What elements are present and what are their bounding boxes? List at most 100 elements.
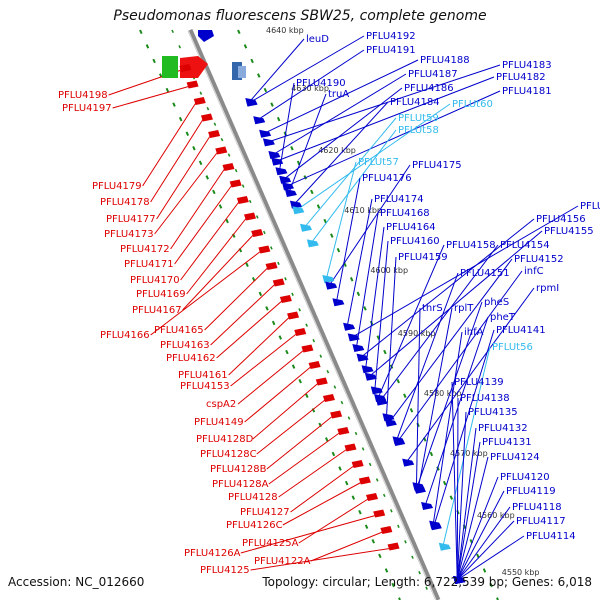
gene-arrow-pflu4126c[interactable] — [358, 476, 371, 485]
gene-arrow-pflu4168[interactable] — [352, 344, 365, 352]
gene-label-pflu4197[interactable]: PFLU4197 — [62, 103, 112, 114]
gene-arrow-pflu4188[interactable] — [259, 129, 272, 138]
gene-arrow-pflu4166[interactable] — [258, 245, 271, 254]
gene-label-pflu4155[interactable]: PFLU4155 — [544, 226, 594, 237]
gene-label-pflu4128a[interactable]: PFLU4128A — [212, 479, 269, 490]
gene-arrow-pflu4186[interactable] — [279, 175, 292, 184]
gene-arrow-pflu4170[interactable] — [236, 196, 249, 204]
gene-arrow-pflu4128b[interactable] — [330, 410, 343, 419]
gene-arrow-pflut57[interactable] — [322, 275, 335, 283]
gene-label-pflu4171[interactable]: PFLU4171 — [124, 259, 174, 270]
gene-label-rplt[interactable]: rplT — [454, 303, 474, 314]
gene-label-pflu4151[interactable]: PFLU4151 — [460, 268, 510, 279]
gene-label-rpmi[interactable]: rpmI — [536, 283, 559, 294]
gene-arrow-pflu4125[interactable] — [387, 542, 400, 551]
gene-label-thrs[interactable]: thrS — [422, 303, 443, 314]
gene-block-PFLU4198[interactable] — [162, 56, 178, 78]
gene-label-pflu4158[interactable]: PFLU4158 — [446, 240, 496, 251]
gene-label-pflu4178[interactable]: PFLU4178 — [100, 197, 150, 208]
gene-arrow-pflu4173[interactable] — [215, 146, 228, 155]
gene-arrow-pflu4125a[interactable] — [366, 493, 379, 501]
gene-label-pflu4122a[interactable]: PFLU4122A — [254, 556, 311, 567]
gene-arrow-pflu4156[interactable] — [356, 353, 369, 362]
gene-label-pflu4174[interactable]: PFLU4174 — [374, 194, 424, 205]
gene-label-pflu4191[interactable]: PFLU4191 — [366, 45, 416, 56]
gene-label-pflu4192[interactable]: PFLU4192 — [366, 31, 416, 42]
gene-arrow-pflu4175[interactable] — [325, 281, 338, 290]
gene-block-PFLU4191[interactable] — [238, 66, 246, 78]
gene-arrow-pflu4127[interactable] — [351, 460, 364, 468]
gene-arrow-pflu4160[interactable] — [370, 386, 383, 395]
gene-arrow-pflu4183[interactable] — [262, 138, 275, 147]
gene-label-pflut57[interactable]: PFLUt57 — [358, 157, 399, 168]
gene-label-pflu4172[interactable]: PFLU4172 — [120, 244, 170, 255]
gene-label-pflu4141[interactable]: PFLU4141 — [496, 325, 546, 336]
gene-arrow-pflu4128c[interactable] — [322, 394, 335, 402]
gene-arrow-pflu4149[interactable] — [308, 361, 321, 369]
gene-arrow-pflu4174[interactable] — [343, 322, 356, 331]
gene-label-pflu4153[interactable]: PFLU4153 — [180, 381, 230, 392]
gene-arrow-pflu4198[interactable] — [179, 64, 192, 72]
gene-arrow-pflut58[interactable] — [306, 239, 319, 248]
gene-label-pflu4114[interactable]: PFLU4114 — [526, 531, 576, 542]
gene-arrow-pflu4128a[interactable] — [337, 427, 350, 435]
gene-arrow-pflut56[interactable] — [438, 542, 451, 551]
gene-label-pflu4126c[interactable]: PFLU4126C — [226, 520, 283, 531]
gene-arrow-pflu4165[interactable] — [265, 262, 278, 270]
gene-label-infc[interactable]: infC — [524, 266, 544, 277]
gene-label-pflu4198[interactable]: PFLU4198 — [58, 90, 108, 101]
gene-label-pflu4159[interactable]: PFLU4159 — [398, 252, 448, 263]
gene-label-pflu4152[interactable]: PFLU4152 — [514, 254, 564, 265]
gene-arrow-pflu4157[interactable] — [347, 333, 360, 342]
gene-arrow-phes[interactable] — [412, 483, 425, 492]
gene-label-pflu4132[interactable]: PFLU4132 — [478, 423, 528, 434]
gene-arrow-pflu4178[interactable] — [200, 113, 213, 122]
gene-arrow-pflu4122a[interactable] — [380, 526, 393, 534]
gene-arrow-pflut59[interactable] — [300, 223, 313, 232]
gene-arrow-pflu4172[interactable] — [222, 163, 235, 171]
gene-label-pflu4125a[interactable]: PFLU4125A — [242, 538, 299, 549]
gene-label-pflu4131[interactable]: PFLU4131 — [482, 437, 532, 448]
gene-arrow-pflut60[interactable] — [292, 206, 305, 215]
gene-label-pflut58[interactable]: PFLUt58 — [398, 125, 439, 136]
gene-label-pflu4162[interactable]: PFLU4162 — [166, 353, 216, 364]
gene-label-pflu4168[interactable]: PFLU4168 — [380, 208, 430, 219]
gene-arrow-pflu4171[interactable] — [229, 179, 242, 188]
gene-arrow-rpmi[interactable] — [402, 458, 415, 467]
gene-arrow-pflu4181[interactable] — [282, 182, 295, 191]
gene-label-pflu4128b[interactable]: PFLU4128B — [210, 464, 267, 475]
gene-label-pflu4175[interactable]: PFLU4175 — [412, 160, 462, 171]
gene-arrow-pflu4141[interactable] — [429, 522, 442, 531]
gene-label-pflu4117[interactable]: PFLU4117 — [516, 516, 566, 527]
gene-label-pflu4119[interactable]: PFLU4119 — [506, 486, 556, 497]
gene-arrow-pflu4192[interactable] — [245, 98, 258, 107]
gene-label-pflu4165[interactable]: PFLU4165 — [154, 325, 204, 336]
gene-label-pflu4125[interactable]: PFLU4125 — [200, 565, 250, 576]
gene-label-cspa2[interactable]: cspA2 — [206, 399, 236, 410]
gene-label-pflu4118[interactable]: PFLU4118 — [512, 502, 562, 513]
gene-arrow-pflu4177[interactable] — [208, 130, 221, 138]
gene-label-pflu4138[interactable]: PFLU4138 — [460, 393, 510, 404]
gene-label-leud[interactable]: leuD — [306, 34, 329, 45]
gene-arrow-infc[interactable] — [393, 438, 406, 446]
gene-label-pflu4183[interactable]: PFLU4183 — [502, 60, 552, 71]
gene-label-pflu4169[interactable]: PFLU4169 — [136, 289, 186, 300]
gene-arrow-pflu4152[interactable] — [384, 418, 397, 427]
gene-arrow-pflu4161[interactable] — [287, 311, 300, 320]
gene-arrow-pflu4179[interactable] — [193, 97, 206, 105]
gene-arrow-pflu4187[interactable] — [268, 151, 281, 159]
gene-label-pflut56[interactable]: PFLUt56 — [492, 342, 533, 353]
gene-label-pflu4135[interactable]: PFLU4135 — [468, 407, 518, 418]
gene-arrow-pflu4154[interactable] — [375, 397, 388, 406]
gene-label-pflu4177[interactable]: PFLU4177 — [106, 214, 156, 225]
gene-label-pflu4163[interactable]: PFLU4163 — [160, 340, 210, 351]
gene-label-pflu4182[interactable]: PFLU4182 — [496, 72, 546, 83]
gene-label-pflu4190[interactable]: PFLU4190 — [296, 78, 346, 89]
gene-arrow-pflu4162[interactable] — [279, 295, 292, 303]
gene-label-pflu4188[interactable]: PFLU4188 — [420, 55, 470, 66]
gene-arrow-pflu4155[interactable] — [364, 372, 377, 381]
gene-label-pflu4160[interactable]: PFLU4160 — [390, 236, 440, 247]
gene-arrow-PFLU4198[interactable] — [180, 56, 208, 78]
gene-label-pflu4124[interactable]: PFLU4124 — [490, 452, 540, 463]
gene-arrow-pflu4176[interactable] — [332, 298, 345, 307]
